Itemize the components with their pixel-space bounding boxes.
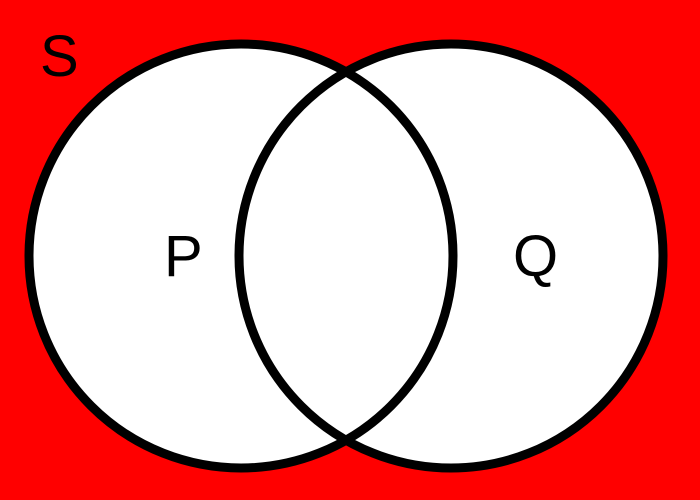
universe-label-s: S <box>40 24 79 89</box>
set-label-q: Q <box>513 224 558 289</box>
set-q-outline <box>234 39 668 473</box>
set-label-p: P <box>164 224 203 289</box>
set-p-outline <box>24 39 458 473</box>
